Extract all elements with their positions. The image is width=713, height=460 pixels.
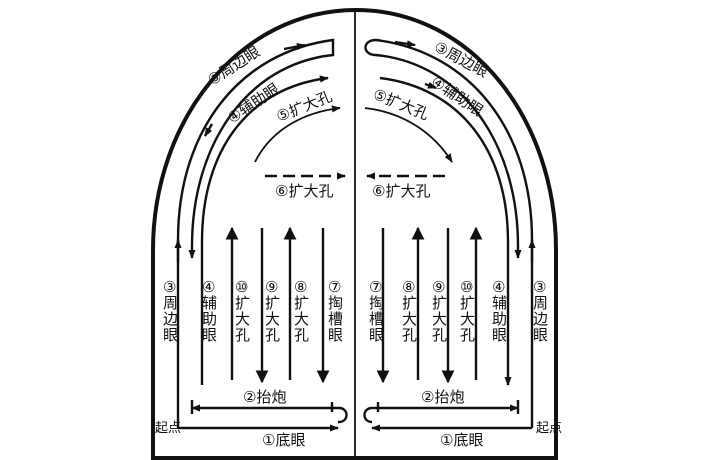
left-lifter-label: ②抬炮 [243, 388, 286, 406]
left-col-cut-7-char: ⑦ [328, 278, 341, 296]
right-col-enlarge-9-char: 大 [432, 310, 447, 328]
right-col-cut-7-char: ⑦ [369, 278, 382, 296]
right-col-enlarge-8-char: 扩 [402, 294, 417, 312]
left-col-enlarge-8-label: ⑧ 扩 大 孔 [294, 278, 309, 344]
right-col-auxiliary-char: 眼 [492, 326, 507, 344]
left-col-cut-7-char: 槽 [328, 310, 343, 328]
right-col-enlarge-9-label: ⑨ 扩 大 孔 [432, 278, 447, 344]
right-col-enlarge-9-char: 孔 [432, 326, 447, 344]
right-lifter-label: ②抬炮 [421, 388, 464, 406]
left-col-auxiliary-label: ④ 辅 助 眼 [202, 278, 217, 344]
right-bottom-label: ①底眼 [440, 431, 483, 449]
right-enlarge-6-label: ⑥扩大孔 [372, 182, 430, 200]
right-col-enlarge-8-label: ⑧ 扩 大 孔 [402, 278, 417, 344]
right-col-enlarge-9-char: 扩 [432, 294, 447, 312]
right-col-perimeter-char: 眼 [533, 326, 548, 344]
right-col-perimeter-char: 周 [533, 294, 548, 312]
left-col-cut-7-char: 眼 [328, 326, 343, 344]
left-col-enlarge-10-char: 孔 [235, 326, 250, 344]
left-enlarge-5-arc [254, 105, 341, 163]
left-col-perimeter-char: 边 [163, 310, 178, 328]
right-auxiliary-arrow [424, 81, 437, 90]
right-col-enlarge-10-char: 大 [460, 310, 475, 328]
left-col-auxiliary-char: ④ [202, 278, 215, 296]
right-enlarge-5-arc [364, 107, 453, 163]
left-col-enlarge-10-char: 扩 [235, 294, 250, 312]
right-col-perimeter-char: ③ [533, 278, 546, 296]
left-start-label: 起点 [155, 421, 181, 436]
left-col-auxiliary-char: 助 [202, 310, 217, 328]
left-col-perimeter-label: ③ 周 边 眼 [163, 278, 178, 344]
left-col-enlarge-8-char: 扩 [294, 294, 309, 312]
left-col-enlarge-8-char: 大 [294, 310, 309, 328]
tunnel-outline [151, 7, 558, 460]
left-col-enlarge-9-char: 大 [265, 310, 280, 328]
right-col-enlarge-10-char: 孔 [460, 326, 475, 344]
left-col-cut-7-label: ⑦ 掏 槽 眼 [328, 278, 343, 344]
left-auxiliary-path [200, 75, 329, 385]
left-col-enlarge-9-char: 孔 [265, 326, 280, 344]
left-col-enlarge-8-char: ⑧ [294, 278, 307, 296]
right-col-enlarge-9-char: ⑨ [432, 278, 445, 296]
left-enlarge-6-label: ⑥扩大孔 [275, 182, 333, 200]
left-col-enlarge-8-char: 孔 [294, 326, 309, 344]
right-col-enlarge-8-char: 孔 [402, 326, 417, 344]
left-bottom-label: ①底眼 [262, 431, 305, 449]
right-lifter-path [363, 404, 519, 424]
left-col-enlarge-10-char: ⑩ [235, 278, 248, 296]
left-col-perimeter-char: ③ [163, 278, 176, 296]
left-lifter-path [191, 404, 348, 424]
right-col-enlarge-8-char: 大 [402, 310, 417, 328]
left-col-enlarge-9-label: ⑨ 扩 大 孔 [265, 278, 280, 344]
right-col-cut-7-label: ⑦ 掏 槽 眼 [369, 278, 384, 344]
right-half: ③周边眼 ④辅助眼 ⑤扩大孔 ⑥扩大孔 ⑦ 掏 槽 眼 ⑧ 扩 大 孔 ⑨ 扩 … [363, 38, 562, 449]
left-enlarge-5-label: ⑤扩大孔 [274, 87, 335, 126]
right-perimeter-arrow-1 [394, 40, 416, 48]
left-perimeter-path [176, 38, 335, 390]
right-col-perimeter-label: ③ 周 边 眼 [533, 278, 548, 344]
left-half: ③周边眼 ④辅助眼 ⑤扩大孔 ⑥扩大孔 ③ 周 边 眼 ④ 辅 助 眼 ⑩ 扩 … [155, 38, 348, 449]
left-col-enlarge-10-label: ⑩ 扩 大 孔 [235, 278, 250, 344]
right-col-enlarge-10-char: ⑩ [460, 278, 473, 296]
right-auxiliary-path [379, 76, 512, 386]
right-col-cut-7-char: 眼 [369, 326, 384, 344]
right-col-enlarge-10-char: 扩 [460, 294, 475, 312]
right-col-perimeter-char: 边 [533, 310, 548, 328]
left-col-cut-7-char: 掏 [328, 294, 343, 312]
right-start-label: 起点 [536, 421, 562, 436]
left-col-enlarge-10-char: 大 [235, 310, 250, 328]
left-perimeter-arrow-1 [283, 42, 306, 51]
left-col-perimeter-char: 眼 [163, 326, 178, 344]
right-col-enlarge-10-label: ⑩ 扩 大 孔 [460, 278, 475, 344]
left-auxiliary-top-label: ④辅助眼 [224, 80, 283, 128]
left-col-auxiliary-char: 眼 [202, 326, 217, 344]
right-col-auxiliary-char: 辅 [492, 294, 507, 312]
left-col-auxiliary-char: 辅 [202, 294, 217, 312]
left-col-enlarge-9-char: 扩 [265, 294, 280, 312]
right-col-enlarge-8-char: ⑧ [402, 278, 415, 296]
right-col-cut-7-char: 掏 [369, 294, 384, 312]
right-perimeter-path [364, 38, 534, 390]
left-col-perimeter-char: 周 [163, 294, 178, 312]
right-col-auxiliary-label: ④ 辅 助 眼 [492, 278, 507, 344]
right-col-auxiliary-char: 助 [492, 310, 507, 328]
right-col-cut-7-char: 槽 [369, 310, 384, 328]
right-col-auxiliary-char: ④ [492, 278, 505, 296]
left-auxiliary-arrow [203, 123, 214, 137]
left-col-enlarge-9-char: ⑨ [265, 278, 278, 296]
left-perimeter-top-label: ③周边眼 [204, 42, 263, 89]
